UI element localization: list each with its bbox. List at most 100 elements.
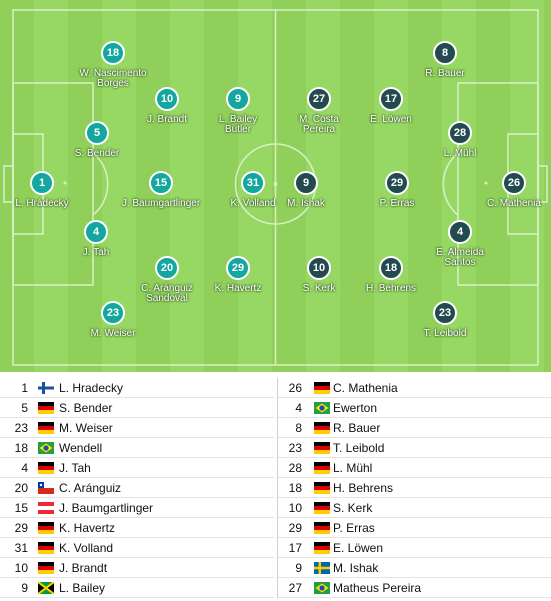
lineup-row[interactable]: 28 L. Mühl [278, 458, 551, 478]
lineup-row[interactable]: 15 J. Baumgartlinger [0, 498, 274, 518]
jamaica-flag-icon [38, 582, 54, 594]
shirt-number: 10 [288, 501, 302, 515]
player-name-label: C. Aránguiz Sandoval [141, 283, 193, 304]
austria-flag-icon [38, 502, 54, 514]
player-name-label: W. Nascimento Borges [79, 68, 147, 89]
lineup-row[interactable]: 10 S. Kerk [278, 498, 551, 518]
lineup-row[interactable]: 23 M. Weiser [0, 418, 274, 438]
shirt-number: 15 [14, 501, 28, 515]
player-name: S. Bender [59, 401, 113, 415]
lineup-row[interactable]: 29 K. Havertz [0, 518, 274, 538]
player-name: L. Mühl [333, 461, 373, 475]
player-number-badge: 5 [85, 121, 109, 145]
shirt-number: 4 [21, 461, 28, 475]
brazil-flag-icon [314, 582, 330, 594]
player-name: Wendell [59, 441, 103, 455]
player-number-badge: 29 [226, 256, 250, 280]
player-number-badge: 18 [101, 41, 125, 65]
player-name: L. Hradecky [59, 381, 124, 395]
player-number-badge: 29 [385, 171, 409, 195]
player-name-label: E. Almeida Santos [436, 247, 484, 268]
lineup-row[interactable]: 18 H. Behrens [278, 478, 551, 498]
player-name: E. Löwen [333, 541, 384, 555]
player-number-badge: 10 [307, 256, 331, 280]
player-name-label: R. Bauer [425, 68, 465, 79]
player-name: H. Behrens [333, 481, 394, 495]
chile-flag-icon [38, 482, 54, 494]
player-name-label: L. Hrádecký [15, 198, 69, 209]
player-number-badge: 10 [155, 87, 179, 111]
finland-flag-icon [38, 382, 54, 394]
germany-flag-icon [38, 422, 54, 434]
player-number-badge: 4 [84, 220, 108, 244]
player-number-badge: 9 [294, 171, 318, 195]
shirt-number: 29 [288, 521, 302, 535]
player-number-badge: 4 [448, 220, 472, 244]
player-name-label: J. Baumgartlinger [121, 198, 201, 209]
player-number-badge: 26 [502, 171, 526, 195]
player-name-label: S. Kerk [302, 283, 336, 294]
shirt-number: 27 [288, 581, 302, 595]
player-name-label: J. Tah [82, 247, 110, 258]
player-number-badge: 31 [241, 171, 265, 195]
player-name: M. Weiser [59, 421, 113, 435]
player-number-badge: 23 [101, 301, 125, 325]
germany-flag-icon [314, 502, 330, 514]
lineup-row[interactable]: 27 Matheus Pereira [278, 578, 551, 598]
player-name-label: J. Brandt [146, 114, 188, 125]
shirt-number: 18 [288, 481, 302, 495]
germany-flag-icon [314, 542, 330, 554]
player-number-badge: 15 [149, 171, 173, 195]
player-name: Matheus Pereira [333, 581, 422, 595]
player-number-badge: 27 [307, 87, 331, 111]
player-name: C. Mathenia [333, 381, 398, 395]
player-name: T. Leibold [333, 441, 385, 455]
player-name: Ewerton [333, 401, 378, 415]
player-name: J. Brandt [59, 561, 108, 575]
player-name: J. Baumgartlinger [59, 501, 154, 515]
player-number-badge: 20 [155, 256, 179, 280]
germany-flag-icon [38, 542, 54, 554]
shirt-number: 23 [14, 421, 28, 435]
player-name: J. Tah [59, 461, 91, 475]
lineup-row[interactable]: 10 J. Brandt [0, 558, 274, 578]
player-name-label: P. Erras [379, 198, 415, 209]
player-name-label: L. Mühl [443, 148, 477, 159]
shirt-number: 10 [14, 561, 28, 575]
player-name-label: S. Bender [74, 148, 120, 159]
player-name-label: C. Mathenia [487, 198, 541, 209]
lineup-row[interactable]: 5 S. Bender [0, 398, 274, 418]
shirt-number: 29 [14, 521, 28, 535]
pitch: 1 L. Hrádecký 5 S. Bender 4 J. Tah 18 W.… [0, 0, 551, 372]
player-number-badge: 23 [433, 301, 457, 325]
player-name: K. Volland [59, 541, 114, 555]
player-name-label: T. Leibold [423, 328, 467, 339]
player-name: S. Kerk [333, 501, 373, 515]
lineup-row[interactable]: 4 J. Tah [0, 458, 274, 478]
germany-flag-icon [38, 522, 54, 534]
player-name-label: K. Havertz [214, 283, 262, 294]
shirt-number: 28 [288, 461, 302, 475]
player-name: L. Bailey [59, 581, 106, 595]
germany-flag-icon [38, 402, 54, 414]
player-number-badge: 8 [433, 41, 457, 65]
player-name: K. Havertz [59, 521, 116, 535]
player-name: M. Ishak [333, 561, 379, 575]
pitch-markings [3, 9, 548, 366]
shirt-number: 5 [21, 401, 28, 415]
player-name-label: E. Löwen [370, 114, 412, 125]
